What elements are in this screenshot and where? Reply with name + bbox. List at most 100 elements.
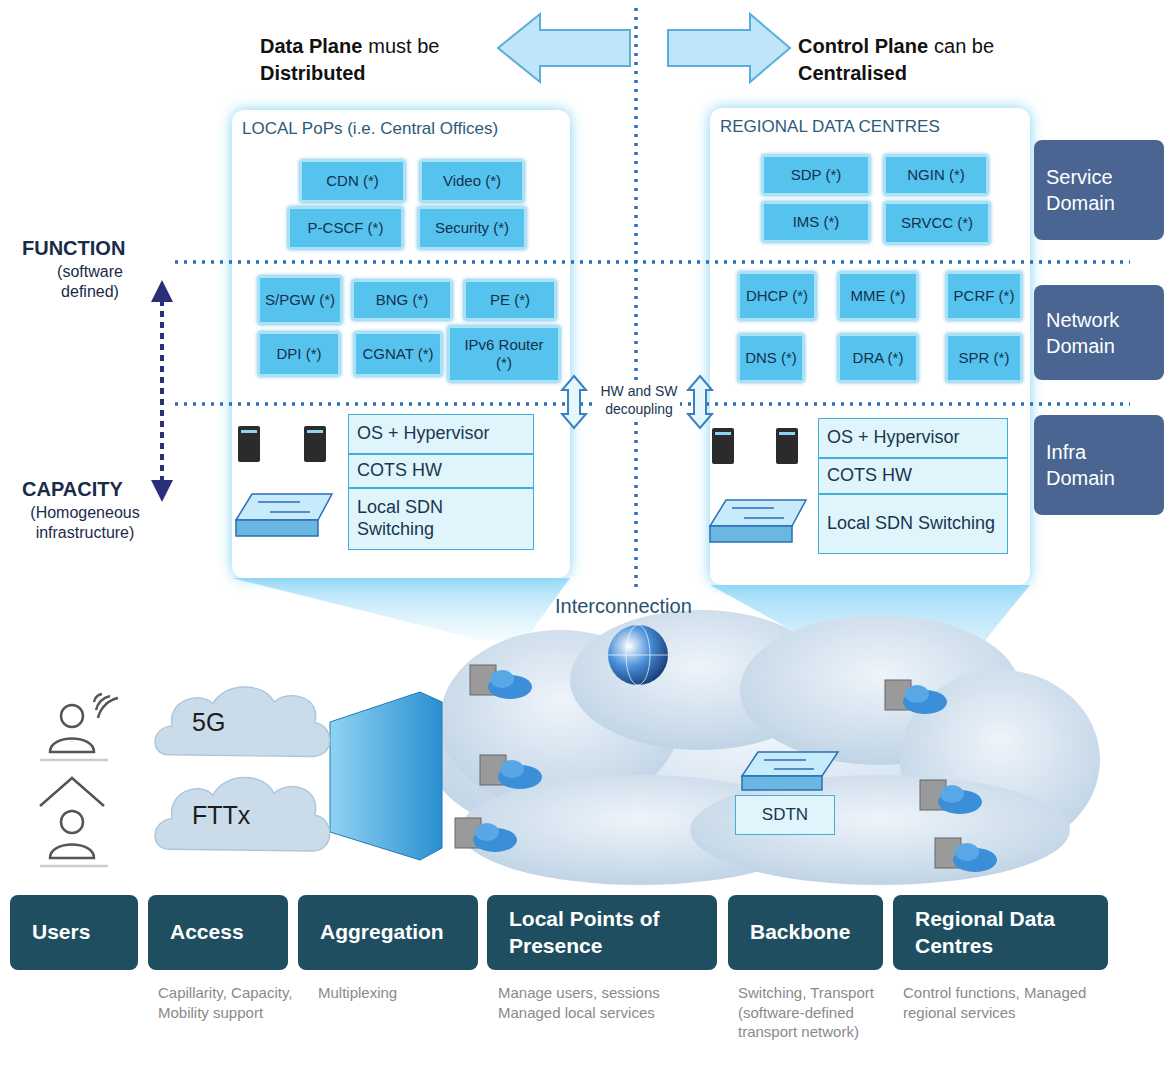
divider-line — [634, 8, 638, 590]
panel-ground — [232, 110, 570, 578]
function-box: S/PGW (*) — [258, 276, 342, 324]
panel-ground — [710, 108, 1030, 585]
function-box: DRA (*) — [838, 334, 918, 382]
panel-heading: LOCAL PoPs (i.e. Central Offices) — [242, 119, 498, 139]
segment-box: Regional Data Centres — [893, 895, 1108, 970]
domain-box: Infra Domain — [1034, 415, 1164, 515]
network-cloud — [430, 610, 1100, 885]
infra-layer: COTS HW — [348, 454, 534, 488]
function-box: SRVCC (*) — [884, 202, 990, 244]
box-text: PCRF (*) — [954, 287, 1015, 305]
site-panel: REGIONAL DATA CENTRES SDP (*) NGIN (*) IMS … — [710, 108, 1030, 585]
segment-box: Local Points of Presence — [487, 895, 717, 970]
box-text: Local SDN Switching — [357, 497, 525, 540]
function-box: NGIN (*) — [884, 155, 988, 195]
function-box: CGNAT (*) — [354, 332, 442, 376]
box-text: Service Domain — [1046, 164, 1152, 216]
box-text: FTTx — [192, 801, 250, 830]
box-text: Access — [170, 919, 244, 945]
funnel — [232, 578, 570, 640]
box-text: Video (*) — [443, 172, 501, 190]
double-arrow — [562, 376, 712, 428]
box-text: IMS (*) — [793, 213, 840, 231]
function-box: SPR (*) — [946, 334, 1022, 382]
site-panel: LOCAL PoPs (i.e. Central Offices) CDN (*)… — [232, 110, 570, 578]
plane-title: Distributed — [260, 61, 366, 86]
scale-arrow — [160, 300, 164, 482]
arrow-head — [151, 480, 173, 502]
box-text: OS + Hypervisor — [357, 423, 490, 445]
box-text: COTS HW — [357, 460, 442, 482]
arrow-head — [151, 280, 173, 302]
box-text: CGNAT (*) — [362, 345, 433, 363]
axis-title: FUNCTION — [22, 236, 125, 261]
box-text: Network Domain — [1046, 307, 1152, 359]
function-box: IMS (*) — [762, 202, 870, 242]
panel-heading: REGIONAL DATA CENTRES — [720, 117, 940, 137]
right-arrow — [668, 14, 790, 82]
box-text: P-CSCF (*) — [308, 219, 384, 237]
user-icon — [40, 694, 118, 866]
box-text: Regional Data Centres — [915, 906, 1086, 959]
plane-note: must be — [368, 34, 439, 59]
function-box: P-CSCF (*) — [288, 207, 403, 249]
box-text: Local SDN Switching — [827, 513, 995, 535]
box-text: Security (*) — [435, 219, 509, 237]
function-box: PE (*) — [464, 280, 556, 320]
box-text: IPv6 Router (*) — [455, 336, 553, 372]
box-text: NGIN (*) — [907, 166, 965, 184]
plane-title: Data Plane — [260, 34, 362, 59]
left-arrow — [498, 14, 630, 82]
segment-note: Control functions, Managed regional serv… — [903, 983, 1143, 1022]
function-box: CDN (*) — [300, 160, 405, 202]
infra-layer: OS + Hypervisor — [348, 414, 534, 454]
panel-glow — [710, 108, 1030, 585]
box-text: 5G — [192, 708, 225, 737]
function-box: Video (*) — [420, 160, 524, 202]
axis-note: (software defined) — [35, 262, 145, 302]
cloud-shape — [150, 680, 335, 765]
access-cloud: 5G — [150, 680, 335, 765]
function-box: Security (*) — [418, 207, 526, 249]
cloud-label: Interconnection — [555, 594, 692, 619]
function-box: DNS (*) — [738, 334, 804, 382]
box-text: MME (*) — [851, 287, 906, 305]
plane-title: Control Plane — [798, 34, 928, 59]
segment-box: Aggregation — [298, 895, 478, 970]
box-text: Aggregation — [320, 919, 444, 945]
domain-box: Service Domain — [1034, 140, 1164, 240]
segment-note: Manage users, sessions Managed local ser… — [498, 983, 718, 1022]
box-text: SPR (*) — [959, 349, 1010, 367]
function-box: BNG (*) — [352, 280, 452, 320]
segment-note: Multiplexing — [318, 983, 458, 1003]
infra-layer: Local SDN Switching — [818, 494, 1008, 554]
sdtn-box: SDTN — [735, 795, 835, 835]
box-text: DRA (*) — [853, 349, 904, 367]
segment-box: Access — [148, 895, 288, 970]
box-text: SRVCC (*) — [901, 214, 973, 232]
box-text: DHCP (*) — [746, 287, 808, 305]
axis-note: (Homogeneous infrastructure) — [15, 503, 155, 543]
function-box: DHCP (*) — [738, 272, 816, 320]
box-text: CDN (*) — [326, 172, 379, 190]
function-box: IPv6 Router (*) — [448, 326, 560, 382]
box-text: DNS (*) — [745, 349, 797, 367]
box-text: BNG (*) — [376, 291, 429, 309]
divider-line — [175, 260, 1130, 264]
box-text: SDP (*) — [791, 166, 842, 184]
segment-box: Backbone — [728, 895, 883, 970]
box-text: OS + Hypervisor — [827, 427, 960, 449]
axis-title: CAPACITY — [22, 477, 123, 502]
switch-icon — [742, 752, 838, 790]
server-cloud — [455, 665, 997, 872]
function-box: DPI (*) — [258, 332, 340, 376]
box-text: Users — [32, 919, 90, 945]
function-box: MME (*) — [838, 272, 918, 320]
domain-box: Network Domain — [1034, 285, 1164, 380]
function-box: PCRF (*) — [946, 272, 1022, 320]
globe-icon — [608, 625, 668, 685]
panel-glow — [232, 110, 570, 578]
box-text: Infra Domain — [1046, 439, 1152, 491]
box-text: S/PGW (*) — [265, 291, 335, 309]
plane-note: can be — [934, 34, 994, 59]
